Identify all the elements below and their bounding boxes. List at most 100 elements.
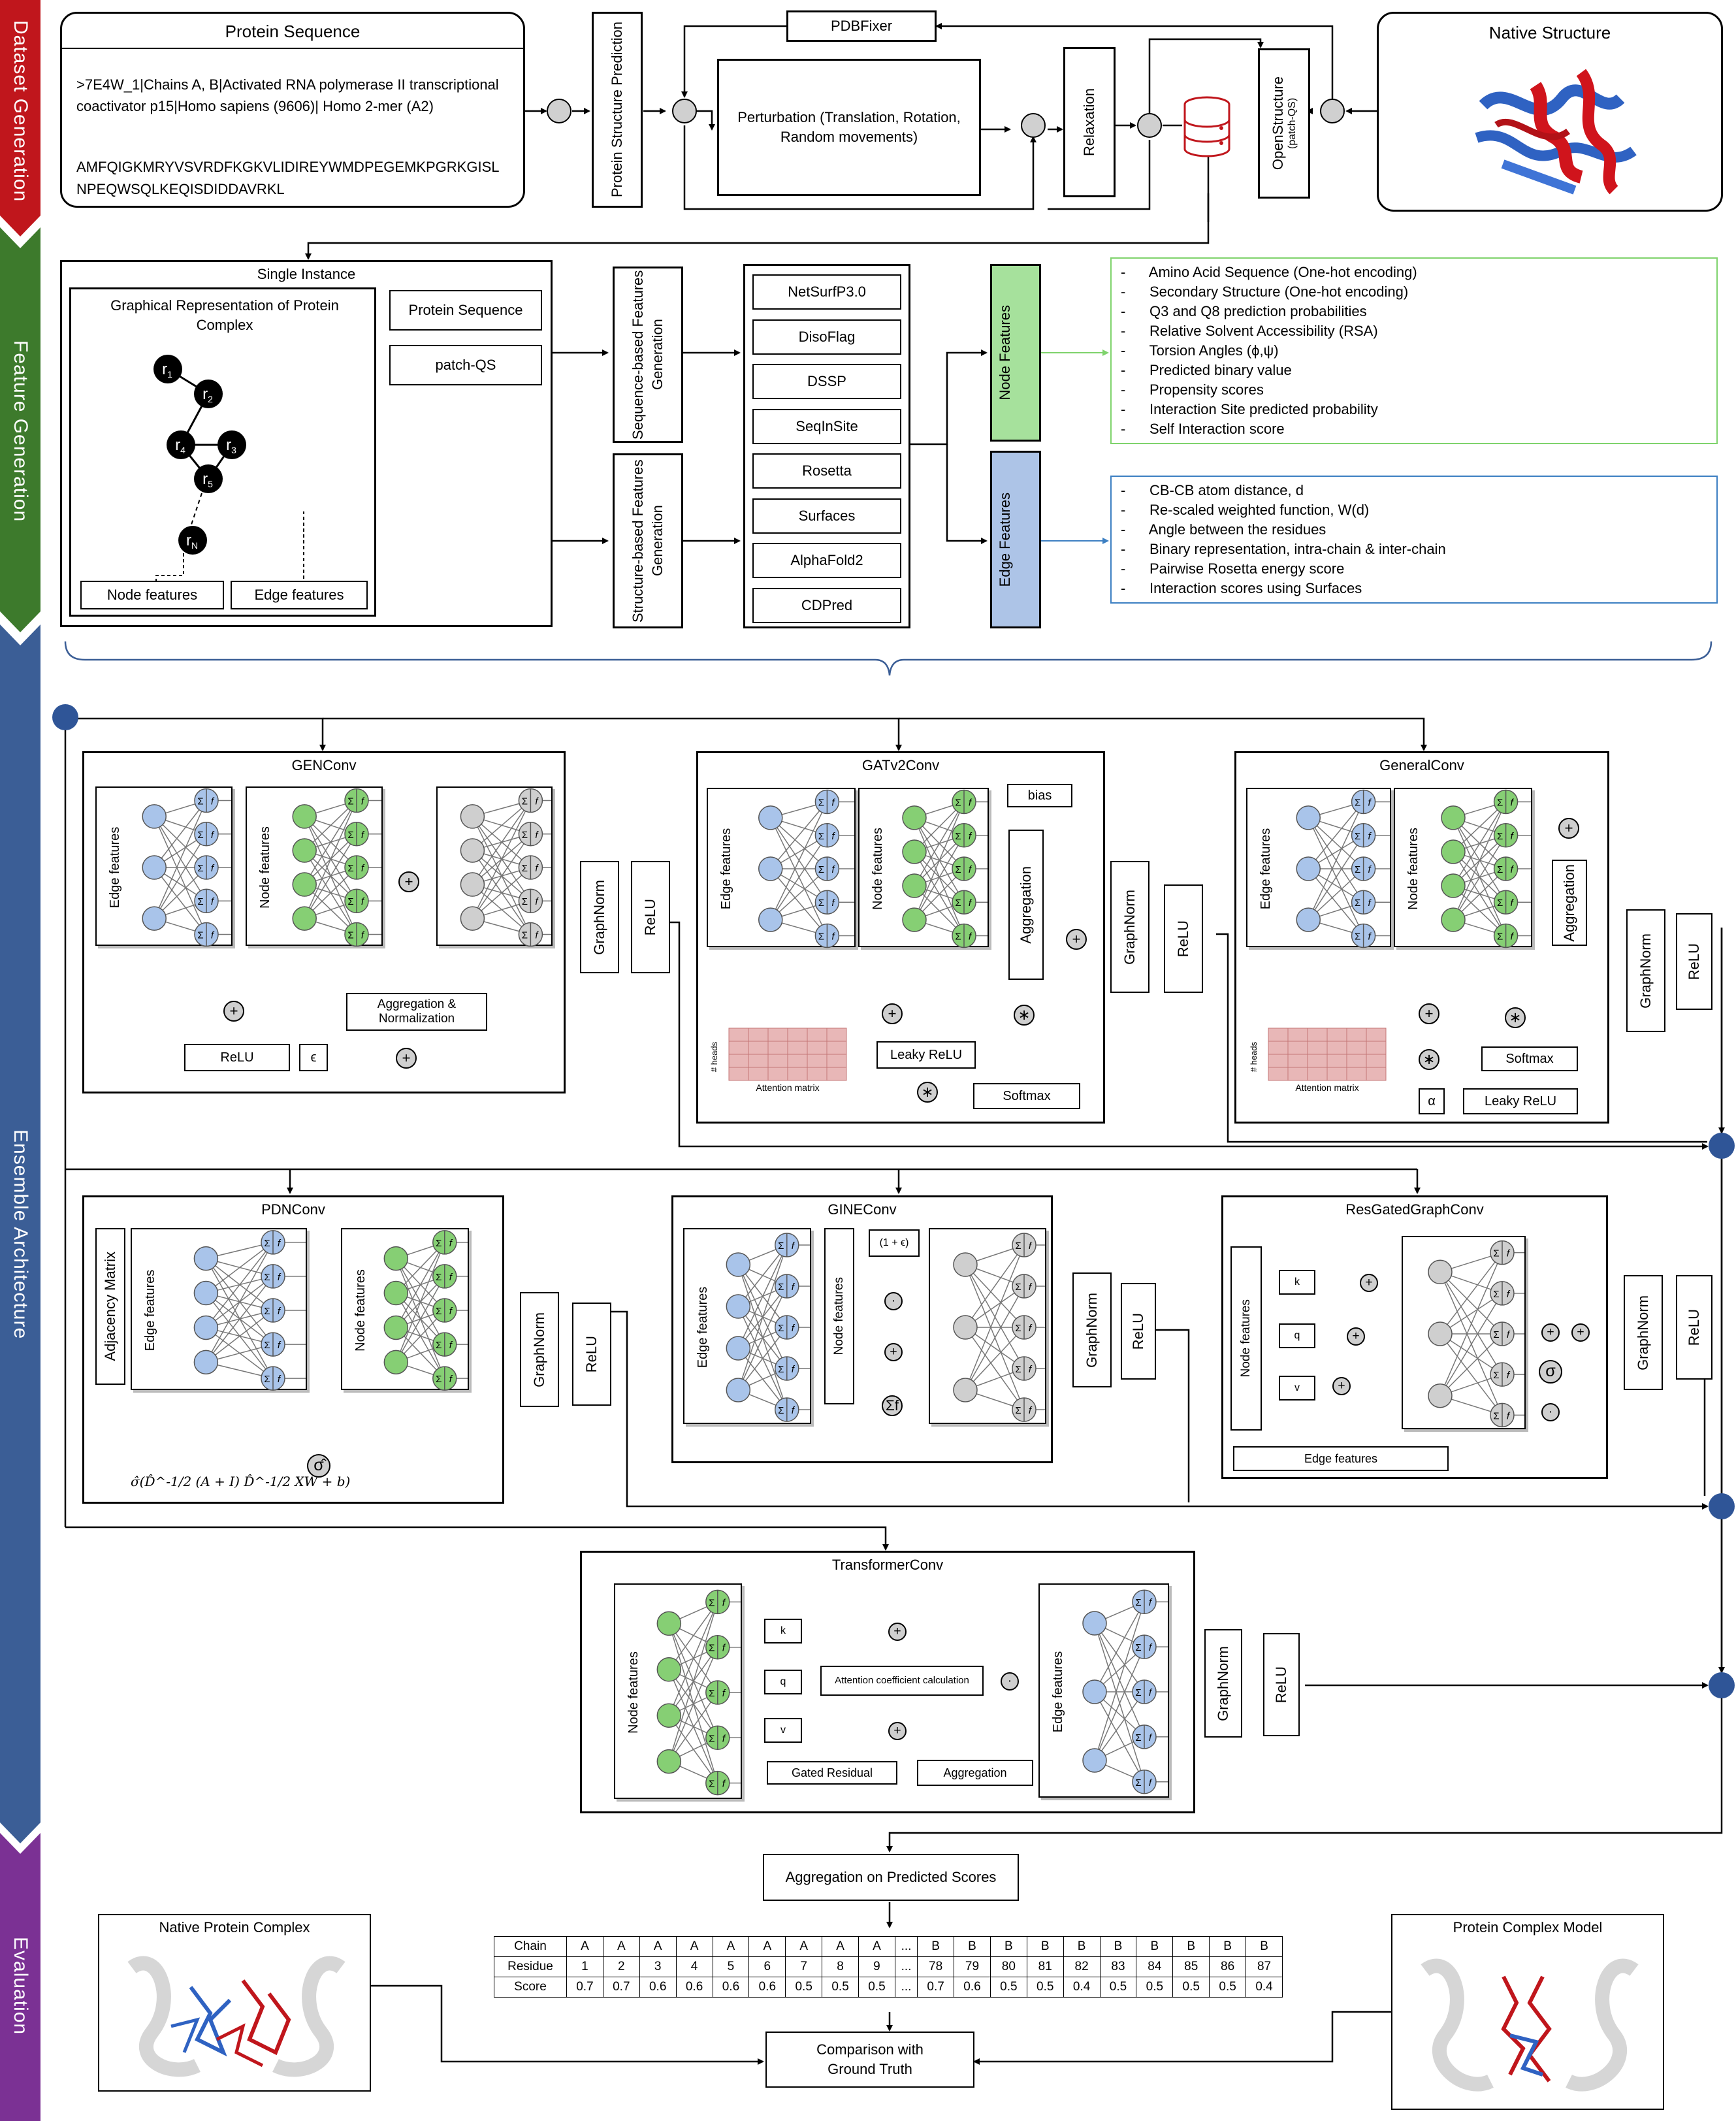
edge-features-category-label: Edge Features xyxy=(997,492,1013,587)
structure-features-label: Structure-based Features Generation xyxy=(630,459,666,623)
score-table-cell: B xyxy=(989,1936,1027,1957)
resgated-k-box-label: k xyxy=(1294,1276,1300,1287)
patch-qs-label: patch-QS xyxy=(435,357,496,373)
svg-text:f: f xyxy=(1029,1364,1033,1375)
resgated-sigma-op: σ xyxy=(1539,1360,1562,1384)
pdnconv-graphnorm-box: GraphNorm xyxy=(520,1292,559,1407)
svg-text:f: f xyxy=(278,1238,281,1249)
genconv-relu-box-label: ReLU xyxy=(220,1050,254,1065)
svg-text:Σ: Σ xyxy=(1493,1248,1499,1259)
pdnconv-graphnorm-box-label: GraphNorm xyxy=(531,1312,547,1387)
svg-text:Σ: Σ xyxy=(347,830,353,841)
svg-text:f: f xyxy=(1511,864,1515,875)
svg-text:f: f xyxy=(722,1688,726,1699)
resgated-out-add-op: + xyxy=(1571,1323,1590,1342)
score-table-cell: 0.7 xyxy=(917,1977,955,1998)
native-structure-ribbon-image xyxy=(1475,69,1637,195)
svg-text:Σ: Σ xyxy=(436,1306,442,1317)
node-feature-item: - Torsion Angles (ϕ,ψ) xyxy=(1121,342,1279,359)
gatv2-mul-op: ∗ xyxy=(1014,1005,1035,1026)
svg-text:Σ: Σ xyxy=(522,796,528,807)
transformer-gated-residual-box: Gated Residual xyxy=(767,1761,897,1785)
svg-text:f: f xyxy=(535,830,539,841)
svg-text:Σ: Σ xyxy=(1497,898,1503,909)
score-table-cell: 86 xyxy=(1209,1956,1247,1977)
protein-sequence-title: Protein Sequence xyxy=(225,22,361,41)
gatv2-softmax-box: Softmax xyxy=(973,1083,1080,1109)
svg-text:Σ: Σ xyxy=(1015,1282,1021,1293)
score-table-cell: B xyxy=(917,1936,955,1957)
relaxation-box: Relaxation xyxy=(1063,47,1116,197)
svg-text:Σ: Σ xyxy=(436,1374,442,1385)
comparison-box: Comparison with Ground Truth xyxy=(765,2032,974,2088)
svg-text:f: f xyxy=(535,930,539,941)
svg-text:Σ: Σ xyxy=(1493,1370,1499,1381)
svg-text:Σ: Σ xyxy=(818,831,824,842)
svg-text:Σ: Σ xyxy=(1015,1323,1021,1334)
svg-text:f: f xyxy=(1149,1687,1153,1698)
edge-features-box: Edge features xyxy=(231,581,368,609)
svg-text:Σ: Σ xyxy=(1135,1642,1141,1653)
svg-text:f: f xyxy=(722,1597,726,1608)
openstructure-label: OpenStructure xyxy=(1270,76,1286,170)
genconv-module-title: GENConv xyxy=(291,757,357,773)
edge-feature-item: - Binary representation, intra-chain & i… xyxy=(1121,541,1446,557)
node-feature-item: - Predicted binary value xyxy=(1121,362,1292,378)
svg-text:Σ: Σ xyxy=(778,1323,784,1334)
score-table-cell: 82 xyxy=(1063,1956,1101,1977)
svg-text:f: f xyxy=(722,1779,726,1790)
generalconv-aggregation-box: Aggregation xyxy=(1552,860,1587,946)
resgated-edge-features-box-label: Edge features xyxy=(1304,1452,1378,1465)
svg-text:f: f xyxy=(278,1306,281,1317)
score-table-cell: 87 xyxy=(1246,1956,1283,1977)
tool-box-1: DisoFlag xyxy=(752,319,901,355)
svg-text:Σ: Σ xyxy=(197,930,203,941)
svg-text:Σ: Σ xyxy=(1493,1329,1499,1340)
svg-text:Σ: Σ xyxy=(347,896,353,907)
generalconv-alpha-box: α xyxy=(1419,1088,1445,1114)
resgated-q-add-op: + xyxy=(1347,1327,1365,1346)
score-table-cell: 6 xyxy=(748,1956,786,1977)
score-table-cell: 0.5 xyxy=(1172,1977,1210,1998)
transformerconv-relu-out-box-label: ReLU xyxy=(1273,1666,1289,1704)
native-structure-box: Native Structure xyxy=(1377,12,1723,212)
gatv2-bias-add-op: + xyxy=(1066,929,1087,950)
resgated-edge-features-box: Edge features xyxy=(1233,1446,1449,1471)
svg-text:f: f xyxy=(1511,831,1515,842)
svg-text:f: f xyxy=(969,898,972,909)
svg-text:f: f xyxy=(1368,798,1372,809)
svg-text:Σ: Σ xyxy=(436,1238,442,1249)
svg-text:Σ: Σ xyxy=(1497,831,1503,842)
svg-text:f: f xyxy=(361,863,365,874)
score-table-cell: 85 xyxy=(1172,1956,1210,1977)
score-table-cell: B xyxy=(1172,1936,1210,1957)
node-feature-item: - Self Interaction score xyxy=(1121,421,1285,437)
edge-feature-list: - CB-CB atom distance, d- Re-scaled weig… xyxy=(1110,476,1718,604)
genconv-edge-add-op: + xyxy=(223,1001,244,1022)
svg-text:Σ: Σ xyxy=(1355,898,1360,909)
openstructure-sublabel: (patch-QS) xyxy=(1287,97,1298,150)
genconv-aggnorm-box: Aggregation & Normalization xyxy=(346,993,487,1031)
generalconv-leaky-relu-box: Leaky ReLU xyxy=(1463,1088,1578,1114)
genconv-relu-box: ReLU xyxy=(184,1044,290,1071)
svg-text:f: f xyxy=(1507,1370,1511,1381)
svg-text:Σ: Σ xyxy=(1355,831,1360,842)
resgated-v-add-op: + xyxy=(1332,1377,1351,1395)
sequence-line-2: NPEQWSQLKEQISDIDDAVRKL xyxy=(76,181,285,197)
database-icon xyxy=(1183,96,1230,157)
pdn-adjacency-box-label: Adjacency Matrix xyxy=(102,1252,118,1361)
svg-text:f: f xyxy=(1029,1323,1033,1334)
gatv2-relu-out-box-label: ReLU xyxy=(1175,920,1191,958)
score-table-cell: 0.5 xyxy=(785,1977,823,1998)
genconv-eps-add-op: + xyxy=(396,1048,417,1069)
svg-text:Σ: Σ xyxy=(522,830,528,841)
native-complex-title: Native Protein Complex xyxy=(159,1919,310,1935)
svg-text:Σ: Σ xyxy=(1355,798,1360,809)
score-table-row-label: Residue xyxy=(494,1956,567,1977)
